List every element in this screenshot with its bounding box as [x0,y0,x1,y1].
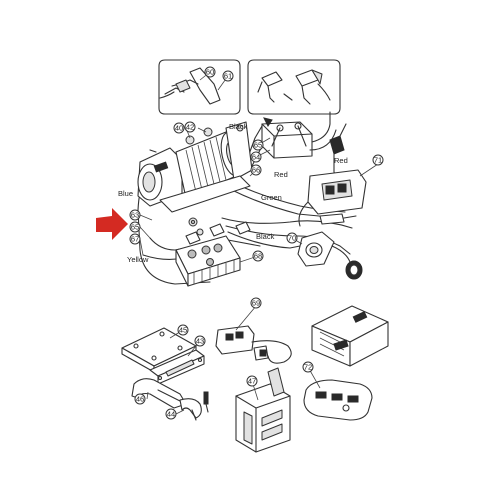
callout-69: 69 [250,297,262,309]
svg-text:64: 64 [252,153,260,162]
callout-46: 46 [134,393,146,405]
callout-44: 44 [165,408,177,420]
svg-text:67: 67 [131,235,139,244]
wire-label-red-right: Red [334,156,348,165]
svg-text:72: 72 [304,363,312,372]
wired-remote [215,325,292,364]
svg-text:71: 71 [374,156,382,165]
svg-text:66: 66 [252,166,260,175]
svg-text:42: 42 [186,123,194,132]
svg-text:70: 70 [288,234,296,243]
callout-43: 43 [194,335,206,347]
callout-42: 42 [184,121,196,133]
callout-63: 63 [129,209,141,221]
wire-label-black-mid: Black [256,232,275,241]
wire-label-red: Red [274,170,288,179]
callout-71: 71 [372,154,384,166]
svg-text:61: 61 [224,72,232,81]
svg-text:46: 46 [136,395,144,404]
callout-65: 65 [252,139,264,151]
wire-label-blue: Blue [118,189,133,198]
wire-label-yellow: Yellow [127,255,149,264]
svg-text:47: 47 [248,377,256,386]
svg-text:65: 65 [254,141,262,150]
callout-67: 67 [129,233,141,245]
callout-45: 45 [177,324,189,336]
svg-text:60: 60 [206,68,214,77]
svg-text:69: 69 [252,299,260,308]
svg-text:40: 40 [175,124,183,133]
callout-64: 64 [250,151,262,163]
callout-40: 40 [173,122,185,134]
control-box [311,305,389,367]
callout-61: 61 [222,70,234,82]
callout-47: 47 [246,375,258,387]
svg-text:43: 43 [196,337,204,346]
svg-text:63: 63 [131,211,139,220]
svg-text:68: 68 [254,252,262,261]
callout-68: 68 [252,250,264,262]
svg-text:44: 44 [167,410,175,419]
callout-70: 70 [286,232,298,244]
svg-text:45: 45 [179,326,187,335]
callout-72: 72 [302,361,314,373]
roller-fairlead [235,367,291,453]
inset-box-left [158,59,241,115]
wire-label-green: Green [261,193,282,202]
winch-assembly [137,111,367,287]
inset-box-right [247,59,341,115]
pointer-arrow [96,208,128,240]
hook [179,391,209,421]
callout-65b: 65 [129,221,141,233]
callout-60: 60 [204,66,216,78]
callout-66: 66 [250,164,262,176]
wireless-remote [303,379,373,421]
svg-text:65: 65 [131,223,139,232]
wire-label-black-top: Black [229,122,248,131]
fairlead [149,349,205,385]
